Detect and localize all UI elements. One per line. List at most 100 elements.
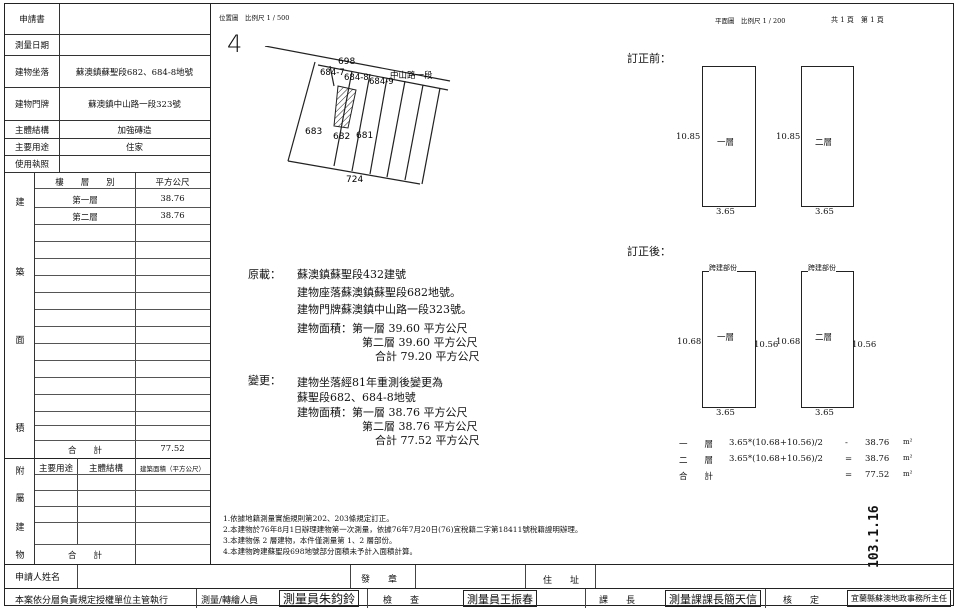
road-name: 中山路一段 (390, 70, 433, 81)
grid-line (35, 258, 210, 259)
calc-formula: 3.65*(10.68+10.56)/2 (729, 454, 823, 464)
change-line: 第二層 38.76 平方公尺 (362, 420, 478, 433)
grid-line (35, 440, 210, 441)
location-map: 698 684-7 684-8 684-9 683 682 681 724 中山… (264, 46, 451, 185)
after-label: 訂正後： (627, 245, 671, 258)
address-label: 建物門牌 (5, 88, 60, 120)
annex-char: 屬 (15, 494, 25, 504)
location-value: 蘇澳鎮蘇聖段682、684-8地號 (75, 67, 194, 78)
page-info: 共 1 頁 第 1 頁 (831, 16, 884, 24)
floor-1: 第一層 (72, 196, 98, 206)
address-value: 蘇澳鎮中山路一段323號 (88, 100, 181, 110)
license-row: 使用執照 (5, 156, 210, 173)
grid-line (35, 309, 210, 310)
change-line: 建物坐落經81年重測後變更為 (297, 376, 443, 389)
residence-label: 住 址 (543, 576, 580, 586)
grid-line (35, 292, 210, 293)
usage-row: 主要用途 住家 (5, 139, 210, 156)
before-floor1-box (702, 66, 756, 207)
footer-divider (415, 565, 416, 589)
after-floor1-width: 3.65 (716, 408, 735, 418)
total-value: 77.52 (160, 444, 185, 454)
calc-value: 38.76 (865, 438, 890, 448)
annex-divider (77, 458, 78, 544)
annex-col3: 建築面積（平方公尺） (140, 465, 205, 473)
calc-op: = (845, 470, 853, 480)
surveyor-stamp: 測量員朱鈞鈴 (279, 590, 360, 607)
after-floor1-right: 10.56 (754, 340, 779, 350)
calc-value: 38.76 (865, 454, 890, 464)
building-info-table: 申請書 測量日期 建物坐落 蘇澳鎮蘇聖段682、684-8地號 建物門牌 蘇澳鎮… (5, 4, 211, 564)
side-char: 建 (15, 198, 25, 208)
chief-stamp: 測量課課長簡天信 (665, 590, 761, 607)
total-label: 合 計 (67, 446, 102, 456)
survey-sheet: 申請書 測量日期 建物坐落 蘇澳鎮蘇聖段682、684-8地號 建物門牌 蘇澳鎮… (4, 3, 954, 608)
lot-683: 683 (305, 127, 322, 137)
plan-scale: 平面圖 比例尺 1 / 200 (715, 17, 786, 25)
structure-row: 主體結構 加強磚造 (5, 121, 210, 139)
lot-684-8: 684-8 (344, 73, 369, 83)
grid-line (35, 411, 210, 412)
section-divider (5, 458, 210, 459)
change-line: 建物面積：第一層 38.76 平方公尺 (297, 406, 468, 419)
survey-date-label: 測量日期 (5, 35, 60, 55)
note: 3.本建物係 2 層建物，本件僅測量第 1、2 層部份。 (223, 536, 397, 545)
grid-line (35, 275, 210, 276)
before-label: 訂正前： (627, 52, 671, 65)
grid-line (35, 207, 210, 208)
floor-2: 第二層 (72, 213, 98, 223)
change-line: 蘇聖段682、684-8地號 (297, 391, 416, 404)
footer-divider (77, 565, 78, 589)
grid-line (35, 343, 210, 344)
after-floor1-left: 10.68 (677, 337, 702, 347)
issue-label: 發 章 (361, 575, 398, 585)
before-floor2-box (801, 66, 854, 207)
calc-op: = (845, 454, 853, 464)
footer-divider (367, 589, 368, 608)
location-scale: 位置圖 比例尺 1 / 500 (219, 14, 290, 22)
after-floor1-top-label: 跨建部份 (709, 263, 737, 273)
lot-684-9: 684-9 (369, 77, 394, 87)
location-label: 建物坐落 (5, 56, 60, 87)
applicant-label: 申請書 (5, 4, 60, 34)
area-header: 平方公尺 (155, 178, 190, 188)
area-1: 38.76 (160, 194, 185, 204)
annex-side-column: 附 屬 建 物 (5, 458, 35, 564)
area-divider (135, 173, 136, 458)
footer-row-2: 本案依分層負責規定授權單位主管執行 測量/轉繪人員 測量員朱鈞鈴 檢 查 測量員… (5, 588, 953, 608)
original-line: 建物座落蘇澳鎮蘇聖段682地號。 (297, 286, 461, 299)
calc-unit: m² (903, 470, 913, 478)
grid-line (35, 241, 210, 242)
note: 1.依據地籍測量實施規則第202、203條規定訂正。 (223, 514, 394, 523)
lot-681: 681 (356, 131, 373, 141)
checker-stamp: 測量員王振春 (463, 590, 537, 607)
note: 4.本建物跨建蘇聖段698地號部分面積未予計入面積計算。 (223, 547, 417, 556)
after-floor2-width: 3.65 (815, 408, 834, 418)
applicant-name-label: 申請人姓名 (15, 573, 61, 583)
grid-line (35, 360, 210, 361)
after-floor2-right: 10.56 (852, 340, 877, 350)
area-side-column: 建 築 面 積 (5, 173, 35, 458)
usage-label: 主要用途 (5, 139, 60, 155)
annex-char: 附 (15, 467, 25, 477)
after-floor2-left: 10.68 (776, 337, 801, 347)
lot-724: 724 (346, 175, 363, 185)
original-line: 合計 79.20 平方公尺 (375, 350, 480, 363)
calc-label: 二 層 (679, 456, 714, 466)
original-label: 原載： (248, 268, 281, 281)
annex-char: 建 (15, 523, 25, 533)
before-floor2-width: 3.65 (815, 207, 834, 217)
change-line: 合計 77.52 平方公尺 (375, 434, 480, 447)
footer-divider (525, 565, 526, 589)
approve-stamp: 宜蘭縣蘇澳地政事務所主任 (847, 590, 951, 607)
chief-label: 課 長 (599, 596, 636, 606)
annex-total-label: 合 計 (67, 551, 102, 561)
area-2: 38.76 (160, 211, 185, 221)
lot-684-7: 684-7 (320, 68, 345, 78)
structure-value: 加強磚造 (117, 125, 152, 136)
footer-divider (765, 589, 766, 608)
annex-char: 物 (15, 551, 25, 561)
after-floor1-name: 一層 (717, 333, 735, 343)
calc-label: 合 計 (679, 472, 714, 482)
surveyor-label: 測量/轉繪人員 (201, 596, 259, 606)
